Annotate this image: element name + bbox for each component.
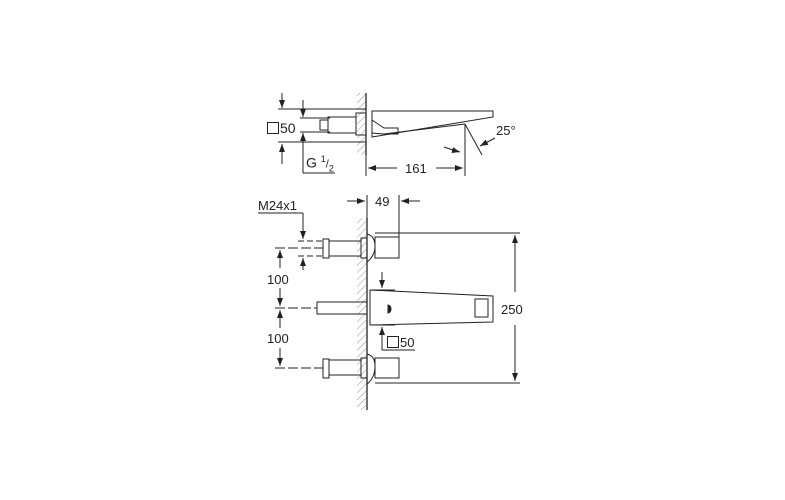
spout-inner xyxy=(383,123,466,135)
square-size: 50 xyxy=(280,120,296,136)
wall-offset-label: 49 xyxy=(375,194,390,209)
spacing-upper-label: 100 xyxy=(267,272,289,287)
thread-letter: G xyxy=(306,154,317,171)
square-50-label-top: 50 xyxy=(267,121,296,135)
spout-joint xyxy=(371,119,399,135)
valve-body xyxy=(327,116,357,134)
front-view xyxy=(258,195,520,410)
total-height-label: 250 xyxy=(501,302,523,317)
spacing-lower-label: 100 xyxy=(267,331,289,346)
wall-hatch xyxy=(357,93,366,155)
spout-outline xyxy=(371,110,494,138)
square-50-label-front: 50 xyxy=(387,336,414,349)
top-view xyxy=(278,93,496,176)
thread-label: G 1/2 xyxy=(306,154,334,174)
thread-den: 2 xyxy=(328,163,334,174)
square-icon xyxy=(267,122,279,134)
square-size: 50 xyxy=(400,335,415,350)
angle-label: 25° xyxy=(496,123,516,138)
square-icon xyxy=(387,336,399,348)
m24x1-label: M24x1 xyxy=(258,198,298,213)
projection-label: 161 xyxy=(405,161,427,176)
upper-valve xyxy=(322,233,400,263)
valve-inlet xyxy=(319,119,329,131)
spout xyxy=(316,289,494,326)
thread-num: 1 xyxy=(320,154,326,164)
